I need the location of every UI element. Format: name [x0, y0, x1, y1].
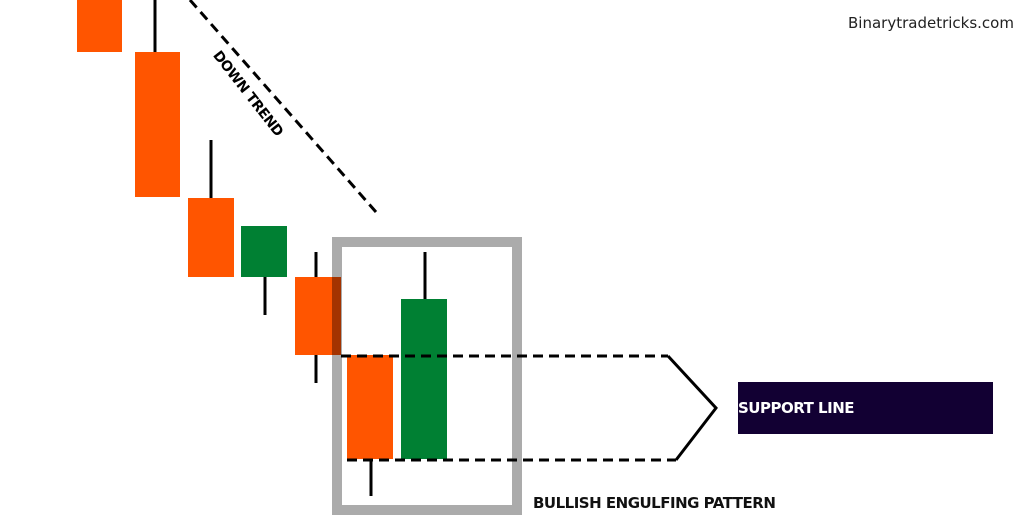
down-trend-line	[188, 0, 378, 213]
pattern-highlight-box	[332, 237, 522, 515]
watermark: Binarytradetricks.com	[848, 14, 1014, 32]
pattern-label: BULLISH ENGULFING PATTERN	[533, 494, 776, 512]
candle-1-body	[77, 0, 122, 52]
support-pointer	[666, 354, 718, 461]
candle-2-body	[135, 52, 180, 197]
overlap-shade	[332, 277, 341, 355]
candle-4-body	[241, 226, 287, 277]
support-line-text: SUPPORT LINE	[738, 399, 855, 417]
candle-6-body	[347, 355, 393, 459]
candle-7-body	[401, 299, 447, 459]
candle-3-body	[188, 198, 234, 277]
support-line-label: SUPPORT LINE	[738, 382, 993, 434]
